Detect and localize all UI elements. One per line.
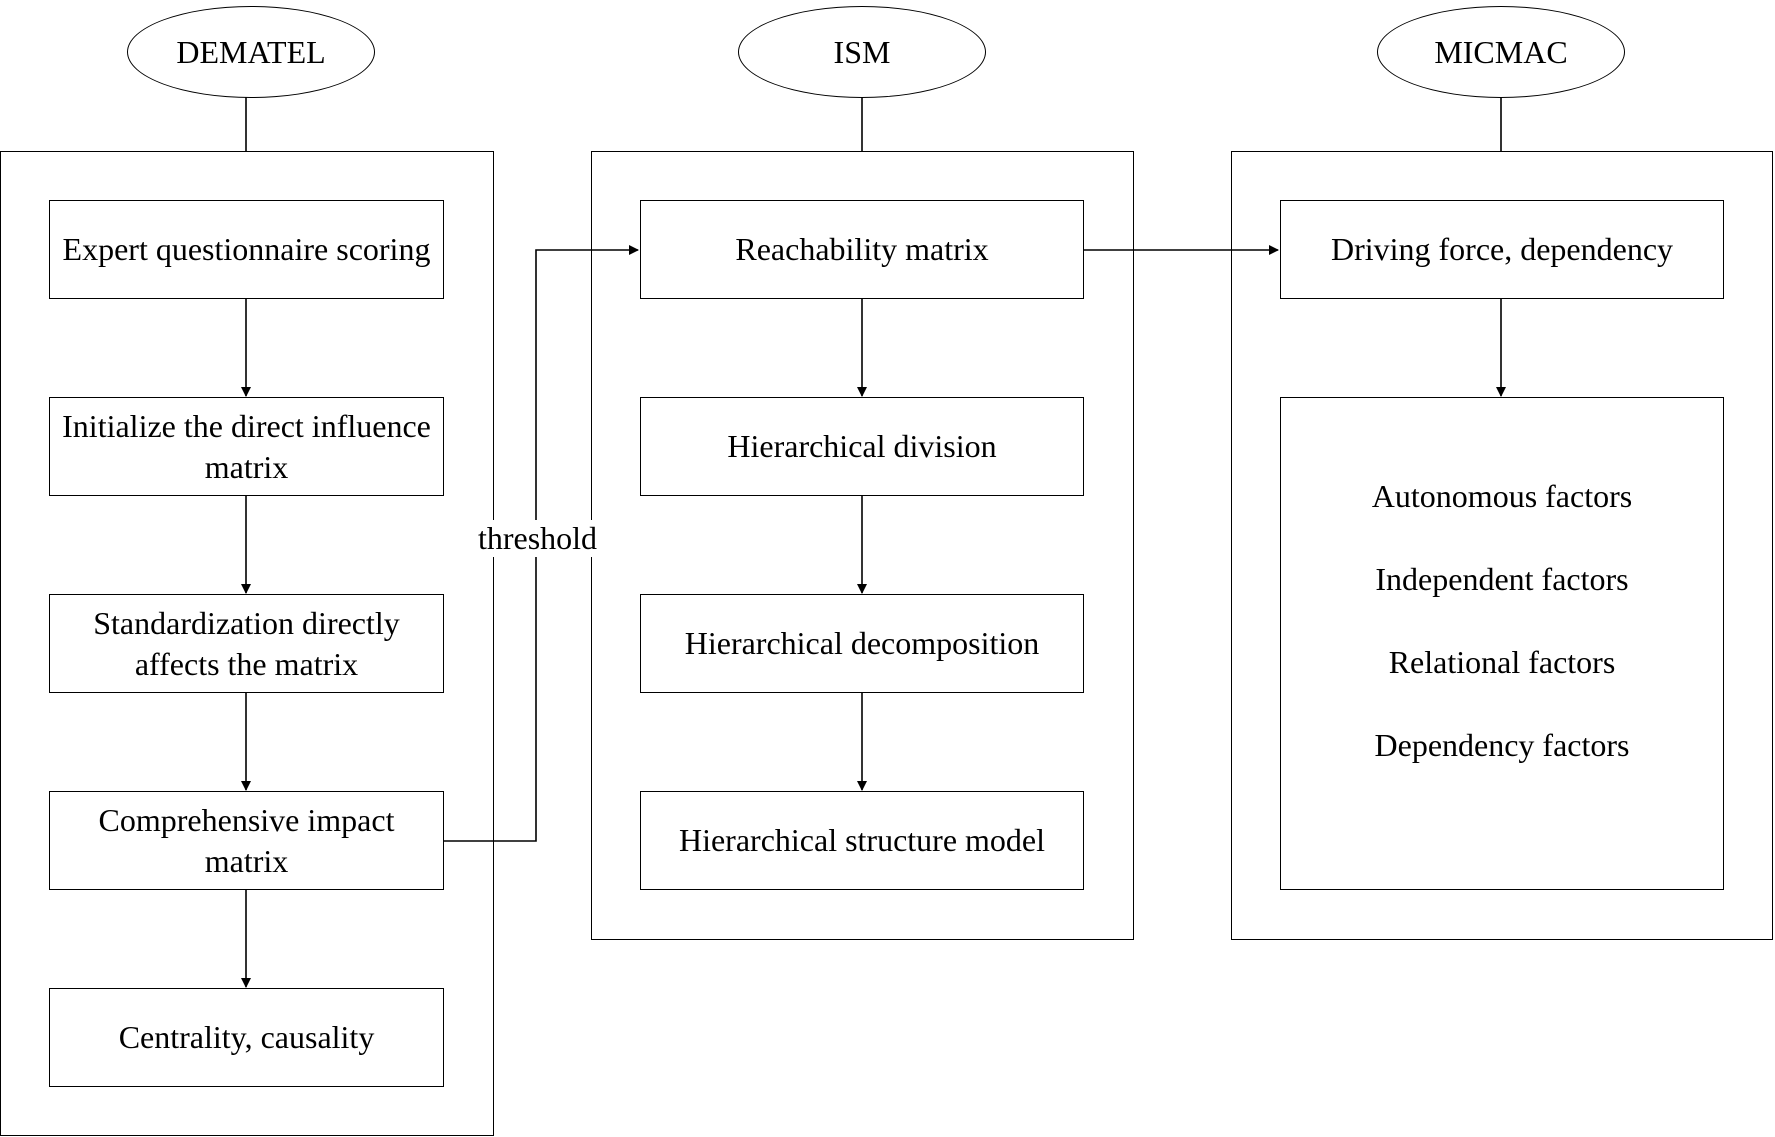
step-label: Hierarchical division <box>727 428 997 464</box>
step-label: Standardization directly affects the mat… <box>93 604 400 682</box>
dematel-step-5: Centrality, causality <box>49 988 444 1087</box>
ism-step-3: Hierarchical decomposition <box>640 594 1084 693</box>
step-label: Expert questionnaire scoring <box>62 231 431 267</box>
step-label: Reachability matrix <box>735 231 989 267</box>
dematel-step-1: Expert questionnaire scoring <box>49 200 444 299</box>
ism-title: ISM <box>833 33 891 70</box>
step-label: Initialize the direct influence matrix <box>62 407 431 485</box>
ism-step-4: Hierarchical structure model <box>640 791 1084 890</box>
factor-dependency: Dependency factors <box>1374 727 1630 763</box>
threshold-label: threshold <box>470 520 605 557</box>
dematel-ellipse: DEMATEL <box>127 6 375 98</box>
step-label: Hierarchical decomposition <box>684 625 1040 661</box>
factor-independent: Independent factors <box>1375 561 1629 597</box>
ism-step-1: Reachability matrix <box>640 200 1084 299</box>
micmac-step-1: Driving force, dependency <box>1280 200 1724 299</box>
factor-relational: Relational factors <box>1388 644 1616 680</box>
ism-ellipse: ISM <box>738 6 986 98</box>
ism-step-2: Hierarchical division <box>640 397 1084 496</box>
dematel-step-2: Initialize the direct influence matrix <box>49 397 444 496</box>
dematel-step-4: Comprehensive impact matrix <box>49 791 444 890</box>
step-label: Driving force, dependency <box>1330 231 1674 267</box>
micmac-ellipse: MICMAC <box>1377 6 1625 98</box>
micmac-factor-list: Autonomous factors Independent factors R… <box>1280 397 1724 890</box>
step-label: Comprehensive impact matrix <box>98 801 395 879</box>
micmac-title: MICMAC <box>1434 33 1568 70</box>
dematel-frame <box>0 151 494 1136</box>
step-label: Hierarchical structure model <box>678 822 1046 858</box>
dematel-step-3: Standardization directly affects the mat… <box>49 594 444 693</box>
dematel-title: DEMATEL <box>176 33 326 70</box>
factor-autonomous: Autonomous factors <box>1371 478 1633 514</box>
step-label: Centrality, causality <box>118 1019 375 1055</box>
micmac-frame <box>1231 151 1773 940</box>
